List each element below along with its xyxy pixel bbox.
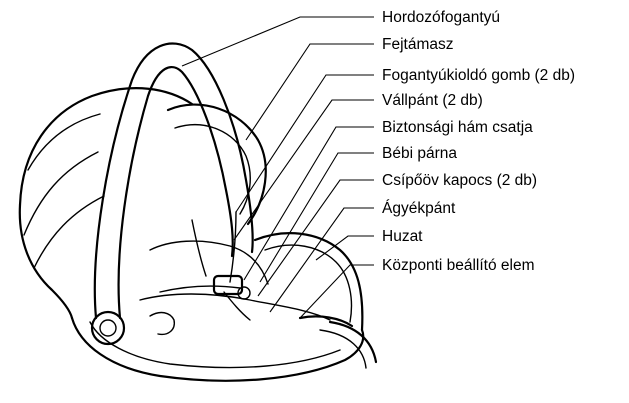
label-bebi-parna: Bébi párna bbox=[382, 145, 457, 162]
leader-agyekpant bbox=[270, 208, 374, 312]
seat-shell-rim bbox=[265, 245, 351, 322]
leader-bebi-parna bbox=[260, 153, 374, 282]
leader-vallpant bbox=[234, 100, 374, 240]
part-labels: Hordozófogantyú Fejtámasz Fogantyúkioldó… bbox=[382, 9, 575, 274]
leader-hordozofogantyu bbox=[182, 17, 374, 66]
handle-pivot-outer bbox=[92, 312, 124, 344]
canopy-hood-fold-2 bbox=[24, 152, 98, 235]
handle-pivot-inner bbox=[100, 320, 116, 336]
label-vallpant: Vállpánt (2 db) bbox=[382, 92, 483, 109]
label-fejtamasz: Fejtámasz bbox=[382, 36, 454, 53]
leader-fogantyukioldo bbox=[236, 75, 374, 212]
label-kozponti: Központi beállító elem bbox=[382, 257, 535, 274]
leader-fejtamasz bbox=[246, 44, 374, 140]
seat-base-inner bbox=[90, 322, 340, 368]
canopy-hood-fold-3 bbox=[34, 196, 104, 268]
shoulder-strap-left bbox=[192, 220, 206, 276]
car-seat-illustration bbox=[20, 43, 376, 380]
hip-strap bbox=[160, 286, 240, 292]
label-biztonsagi-ham: Biztonsági hám csatja bbox=[382, 119, 533, 136]
handle-release-button bbox=[150, 313, 174, 335]
carry-handle-inner bbox=[119, 67, 233, 318]
adjuster-cable-outer bbox=[320, 330, 366, 368]
leader-lines bbox=[182, 17, 374, 318]
label-fogantyukioldo: Fogantyúkioldó gomb (2 db) bbox=[382, 67, 575, 84]
label-csipoov: Csípőöv kapocs (2 db) bbox=[382, 172, 537, 189]
label-huzat: Huzat bbox=[382, 228, 423, 245]
label-hordozofogantyu: Hordozófogantyú bbox=[382, 9, 500, 26]
label-agyekpant: Ágyékpánt bbox=[382, 200, 456, 217]
canopy-hood-fold-1 bbox=[28, 114, 100, 170]
seat-outer-side bbox=[20, 205, 72, 318]
baby-pad bbox=[150, 241, 268, 284]
crotch-strap bbox=[224, 292, 250, 320]
